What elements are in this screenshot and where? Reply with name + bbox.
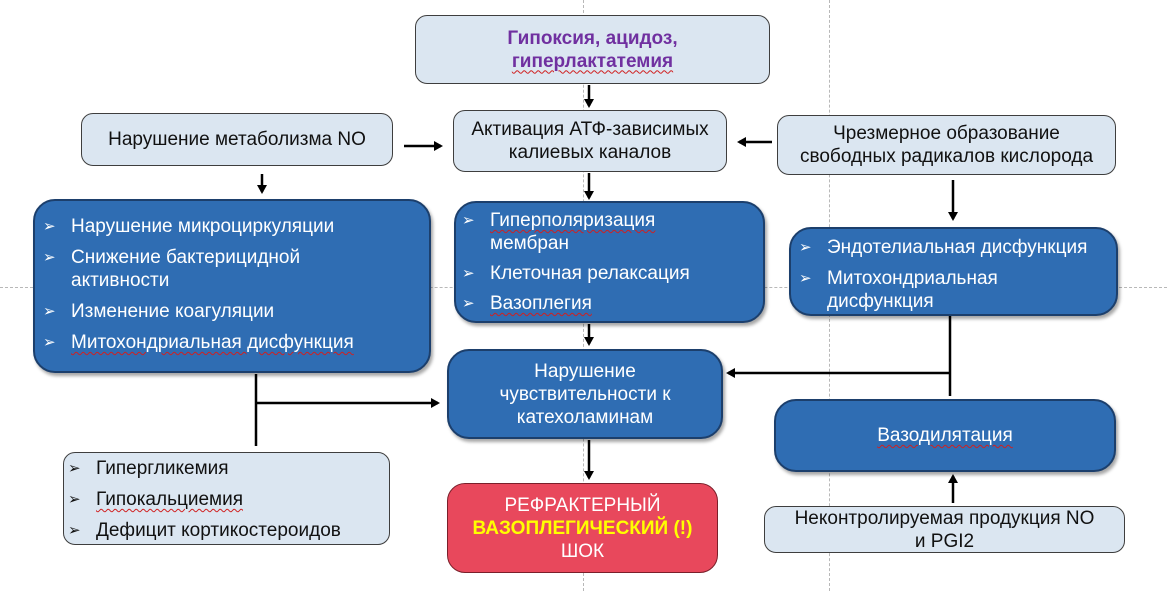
radicals-box: Чрезмерное образование свободных радикал… — [777, 115, 1116, 175]
arrow-bullet-icon: ➢ — [799, 270, 812, 287]
no-metabolism-label: Нарушение метаболизма NO — [108, 129, 366, 150]
vasodilation-label: Вазодилятация — [877, 425, 1013, 446]
arrow-bullet-icon: ➢ — [68, 460, 81, 477]
arrow-bullet-icon: ➢ — [43, 249, 56, 266]
arrow-bullet-icon: ➢ — [462, 212, 475, 229]
metabolic-factor-item: ➢ Гипергликемия — [68, 458, 229, 479]
uncontrolled-production-box: Неконтролируемая продукция NO и PGI2 — [764, 506, 1125, 553]
left-effects-box: ➢ Нарушение микроциркуляции ➢ Снижение б… — [33, 199, 431, 373]
left-effect-item: ➢ Митохондриальная дисфункция — [43, 332, 354, 353]
metabolic-factor-item: ➢ Гипокальциемия — [68, 489, 243, 510]
refractory-shock-box: РЕФРАКТЕРНЫЙ ВАЗОПЛЕГИЧЕСКИЙ (!) ШОК — [447, 483, 718, 573]
hypoxia-line2: гиперлактатемия — [511, 50, 674, 72]
arrow-bullet-icon: ➢ — [43, 218, 56, 235]
shock-line1: РЕФРАКТЕРНЫЙ — [504, 494, 661, 516]
right-effects-box: ➢ Эндотелиальная дисфункция ➢ Митохондри… — [789, 227, 1118, 316]
atp-channels-line1: Активация АТФ-зависимых — [471, 119, 709, 140]
catecholamines-line3: катехоламинам — [516, 406, 654, 428]
catecholamines-box: Нарушение чувствительности к катехоламин… — [447, 349, 723, 439]
center-effect-item: ➢ Вазоплегия — [462, 293, 592, 314]
atp-channels-line2: калиевых каналов — [508, 142, 672, 163]
arrow-bullet-icon: ➢ — [462, 295, 475, 312]
atp-channels-box: Активация АТФ-зависимых калиевых каналов — [453, 110, 727, 172]
center-effect-item: ➢ Клеточная релаксация — [462, 263, 690, 284]
hypoxia-box: Гипоксия, ацидоз, гиперлактатемия — [415, 15, 770, 84]
catecholamines-line1: Нарушение — [534, 360, 636, 382]
arrow-bullet-icon: ➢ — [43, 303, 56, 320]
arrow-bullet-icon: ➢ — [68, 522, 81, 539]
arrow-bullet-icon: ➢ — [799, 239, 812, 256]
catecholamines-line2: чувствительности к — [499, 383, 671, 405]
no-metabolism-box: Нарушение метаболизма NO — [81, 113, 393, 166]
shock-line3: ШОК — [560, 540, 605, 562]
left-effect-item: ➢ Изменение коагуляции — [43, 301, 275, 322]
vasodilation-box: Вазодилятация — [774, 399, 1116, 472]
left-effect-item: ➢ Нарушение микроциркуляции — [43, 216, 335, 237]
hypoxia-line1: Гипоксия, ацидоз, — [507, 27, 678, 49]
right-effect-item: ➢ Эндотелиальная дисфункция — [799, 237, 1088, 258]
metabolic-factors-box: ➢ Гипергликемия ➢ Гипокальциемия ➢ Дефиц… — [63, 452, 390, 545]
uncontrolled-line2: и PGI2 — [914, 530, 975, 552]
radicals-line1: Чрезмерное образование — [833, 123, 1060, 144]
shock-line2: ВАЗОПЛЕГИЧЕСКИЙ (!) — [472, 517, 693, 539]
radicals-line2: свободных радикалов кислорода — [799, 146, 1094, 167]
arrow-bullet-icon: ➢ — [43, 334, 56, 351]
uncontrolled-line1: Неконтролируемая продукция NO — [794, 507, 1095, 529]
arrow-bullet-icon: ➢ — [462, 265, 475, 282]
arrow-bullet-icon: ➢ — [68, 491, 81, 508]
metabolic-factor-item: ➢ Дефицит кортикостероидов — [68, 520, 341, 541]
